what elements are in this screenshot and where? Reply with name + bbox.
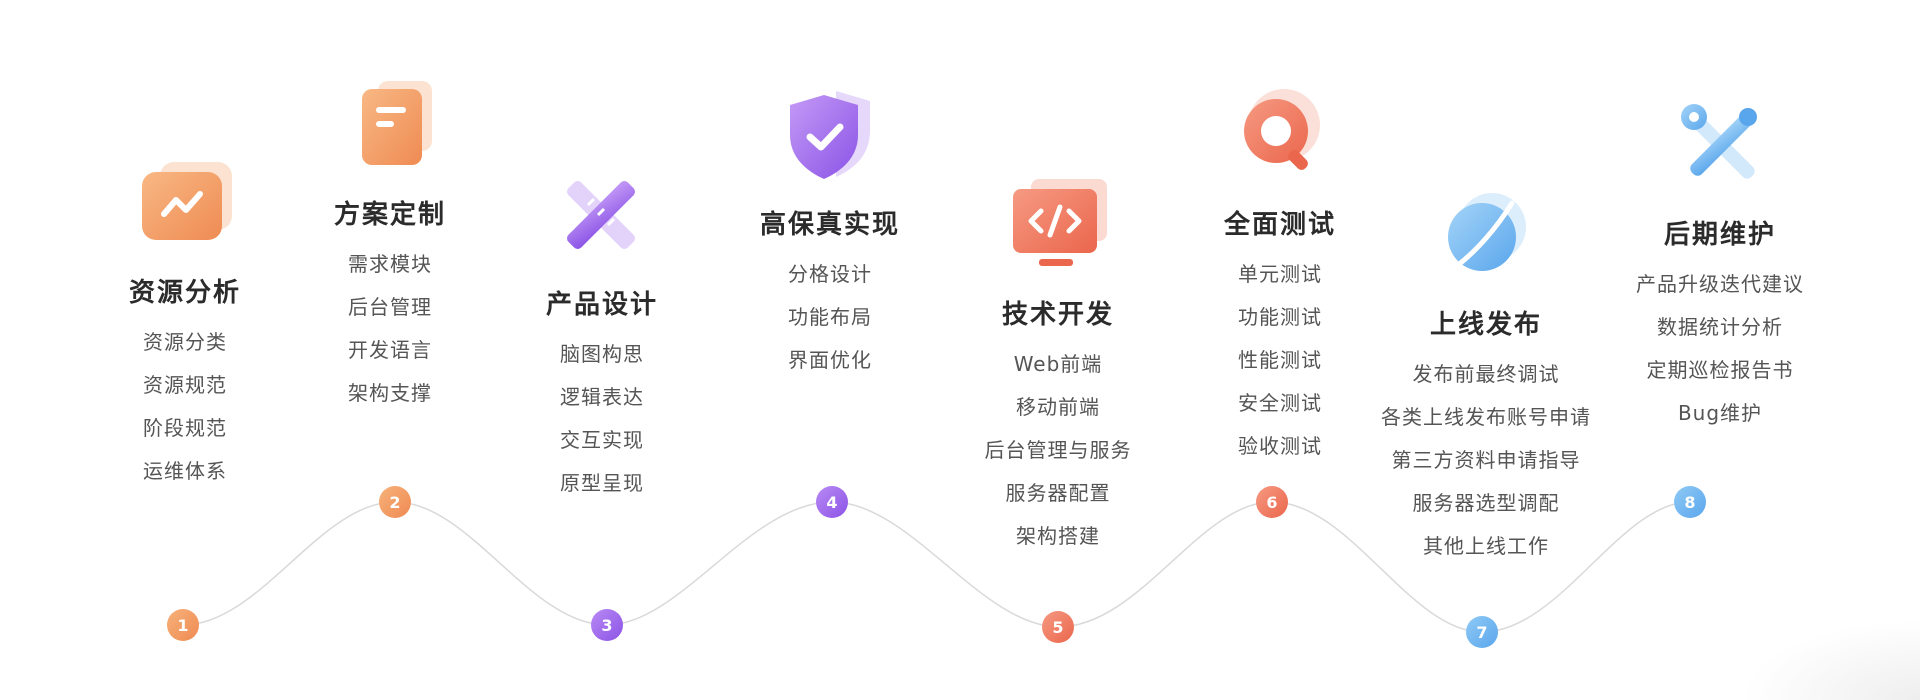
list-item: 开发语言 bbox=[348, 338, 432, 362]
list-item: 服务器配置 bbox=[1005, 481, 1111, 505]
corner-glow bbox=[1740, 620, 1920, 700]
stage-7: 上线发布 发布前最终调试 各类上线发布账号申请 第三方资料申请指导 服务器选型调… bbox=[1356, 180, 1616, 561]
list-item: 后台管理 bbox=[348, 295, 432, 319]
list-item: 资源分类 bbox=[143, 330, 227, 354]
stage-2: 方案定制 需求模块 后台管理 开发语言 架构支撑 bbox=[260, 70, 520, 408]
document-icon bbox=[330, 70, 450, 180]
stage-title: 高保真实现 bbox=[759, 210, 900, 240]
step-number-5: 5 bbox=[1035, 604, 1081, 650]
list-item: 服务器选型调配 bbox=[1412, 491, 1560, 515]
stage-items: 产品升级迭代建议 数据统计分析 定期巡检报告书 Bug维护 bbox=[1636, 269, 1804, 428]
list-item: 移动前端 bbox=[1016, 395, 1100, 419]
list-item: 架构搭建 bbox=[1016, 524, 1100, 548]
list-item: 阶段规范 bbox=[143, 416, 227, 440]
stage-items: 发布前最终调试 各类上线发布账号申请 第三方资料申请指导 服务器选型调配 其他上… bbox=[1381, 359, 1591, 561]
chart-card-icon bbox=[125, 148, 245, 258]
list-item: 原型呈现 bbox=[560, 471, 644, 495]
list-item: 产品升级迭代建议 bbox=[1636, 272, 1804, 296]
list-item: 单元测试 bbox=[1238, 262, 1322, 286]
list-item: 运维体系 bbox=[143, 459, 227, 483]
step-number-4: 4 bbox=[809, 479, 855, 525]
stage-items: 需求模块 后台管理 开发语言 架构支撑 bbox=[348, 249, 432, 408]
stage-3: 产品设计 脑图构思 逻辑表达 交互实现 原型呈现 bbox=[472, 160, 732, 498]
list-item: Web前端 bbox=[1013, 352, 1103, 376]
wrench-screwdriver-icon bbox=[1660, 90, 1780, 200]
pencil-ruler-icon bbox=[542, 160, 662, 270]
list-item: 界面优化 bbox=[788, 348, 872, 372]
list-item: 逻辑表达 bbox=[560, 385, 644, 409]
list-item: 功能布局 bbox=[788, 305, 872, 329]
stage-items: 分格设计 功能布局 界面优化 bbox=[788, 259, 872, 375]
list-item: 后台管理与服务 bbox=[984, 438, 1132, 462]
list-item: 功能测试 bbox=[1238, 305, 1322, 329]
step-number-2: 2 bbox=[372, 479, 418, 525]
step-number-6: 6 bbox=[1249, 479, 1295, 525]
list-item: 定期巡检报告书 bbox=[1646, 358, 1794, 382]
list-item: 交互实现 bbox=[560, 428, 644, 452]
list-item: 性能测试 bbox=[1238, 348, 1322, 372]
stage-items: 单元测试 功能测试 性能测试 安全测试 验收测试 bbox=[1238, 259, 1322, 461]
step-number-1: 1 bbox=[160, 602, 206, 648]
stage-title: 后期维护 bbox=[1663, 220, 1776, 250]
list-item: 验收测试 bbox=[1238, 434, 1322, 458]
stage-title: 技术开发 bbox=[1001, 300, 1114, 330]
stage-items: Web前端 移动前端 后台管理与服务 服务器配置 架构搭建 bbox=[985, 349, 1132, 551]
step-number-7: 7 bbox=[1459, 609, 1505, 655]
stage-title: 方案定制 bbox=[333, 200, 446, 230]
stage-title: 上线发布 bbox=[1429, 310, 1542, 340]
list-item: 各类上线发布账号申请 bbox=[1381, 405, 1591, 429]
list-item: 架构支撑 bbox=[348, 381, 432, 405]
list-item: 数据统计分析 bbox=[1657, 315, 1783, 339]
stage-title: 全面测试 bbox=[1223, 210, 1336, 240]
list-item: 需求模块 bbox=[348, 252, 432, 276]
list-item: 脑图构思 bbox=[560, 342, 644, 366]
list-item: 其他上线工作 bbox=[1423, 534, 1549, 558]
stage-6: 全面测试 单元测试 功能测试 性能测试 安全测试 验收测试 bbox=[1150, 80, 1410, 461]
shield-check-icon bbox=[770, 80, 890, 190]
list-item: Bug维护 bbox=[1677, 401, 1763, 425]
stage-items: 脑图构思 逻辑表达 交互实现 原型呈现 bbox=[560, 339, 644, 498]
stage-title: 资源分析 bbox=[128, 278, 241, 308]
code-monitor-icon bbox=[998, 170, 1118, 280]
list-item: 安全测试 bbox=[1238, 391, 1322, 415]
stage-title: 产品设计 bbox=[545, 290, 658, 320]
list-item: 资源规范 bbox=[143, 373, 227, 397]
list-item: 发布前最终调试 bbox=[1412, 362, 1560, 386]
stage-5: 技术开发 Web前端 移动前端 后台管理与服务 服务器配置 架构搭建 bbox=[928, 170, 1188, 551]
list-item: 分格设计 bbox=[788, 262, 872, 286]
magnifier-icon bbox=[1220, 80, 1340, 190]
stage-8: 后期维护 产品升级迭代建议 数据统计分析 定期巡检报告书 Bug维护 bbox=[1590, 90, 1850, 428]
step-number-8: 8 bbox=[1667, 479, 1713, 525]
stage-items: 资源分类 资源规范 阶段规范 运维体系 bbox=[143, 327, 227, 486]
stage-1: 资源分析 资源分类 资源规范 阶段规范 运维体系 bbox=[55, 148, 315, 486]
list-item: 第三方资料申请指导 bbox=[1391, 448, 1581, 472]
stage-4: 高保真实现 分格设计 功能布局 界面优化 bbox=[700, 80, 960, 375]
step-number-3: 3 bbox=[584, 602, 630, 648]
planet-rocket-icon bbox=[1426, 180, 1546, 290]
